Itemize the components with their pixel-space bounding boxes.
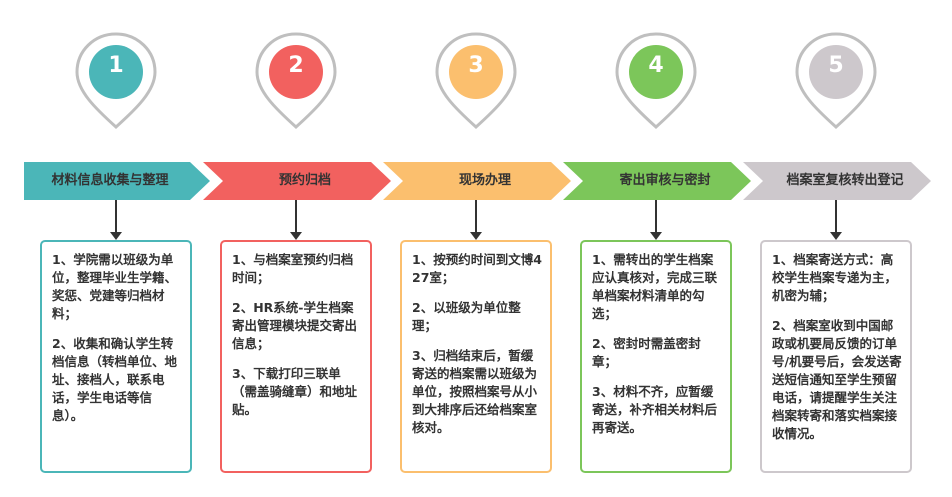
step-1-banner: 材料信息收集与整理 xyxy=(24,162,210,200)
step-3-line-3: 3、归档结束后，暂缓寄送的档案需以班级为单位，按照档案号从小到大排序后还给档案室… xyxy=(412,348,538,435)
step-1-card: 1、学院需以班级为单位，整理毕业生学籍、奖惩、党建等归档材料； 2、收集和确认学… xyxy=(40,240,192,473)
step-3-number: 3 xyxy=(468,53,484,78)
step-5-line-1: 1、档案寄送方式：高校学生档案专递为主，机密为辅； xyxy=(772,252,898,303)
step-2-pin: 2 xyxy=(253,31,339,131)
step-1-badge xyxy=(89,45,143,99)
step-4-title: 寄出审核与密封 xyxy=(619,173,711,188)
step-3-title: 现场办理 xyxy=(458,173,511,188)
map-pin-icon xyxy=(435,32,517,130)
step-4-card: 1、需转出的学生档案应认真核对，完成三联单档案材料清单的勾选； 2、密封时需盖密… xyxy=(580,240,732,473)
step-2-badge xyxy=(269,45,323,99)
step-5-number: 5 xyxy=(828,53,844,78)
step-5-card: 1、档案寄送方式：高校学生档案专递为主，机密为辅； 2、档案室收到中国邮政或机要… xyxy=(760,240,912,473)
step-4-pin: 4 xyxy=(613,31,699,131)
step-3-banner: 现场办理 xyxy=(383,162,571,200)
step-4-line-1: 1、需转出的学生档案应认真核对，完成三联单档案材料清单的勾选； xyxy=(592,252,718,321)
map-pin-icon xyxy=(615,32,697,130)
step-4-line-3: 3、材料不齐，应暂缓寄送，补齐相关材料后再寄送。 xyxy=(592,384,718,435)
step-2-line-2: 2、HR系统-学生档案寄出管理模块提交寄出信息； xyxy=(232,300,358,351)
step-5-line-2: 2、档案室收到中国邮政或机要局反馈的订单号/机要号后，会发送寄送短信通知至学生预… xyxy=(772,318,902,441)
step-5-banner: 档案室复核转出登记 xyxy=(743,162,931,200)
step-4-banner: 寄出审核与密封 xyxy=(563,162,751,200)
step-3-badge xyxy=(449,45,503,99)
map-pin-icon xyxy=(75,32,157,130)
step-3-line-1: 1、按预约时间到文博427室； xyxy=(412,252,542,285)
step-5-pin: 5 xyxy=(793,31,879,131)
step-4-number: 4 xyxy=(648,53,664,78)
step-3-pin: 3 xyxy=(433,31,519,131)
arrow-down-icon xyxy=(290,232,302,240)
arrow-down-icon xyxy=(110,232,122,240)
step-5-badge xyxy=(809,45,863,99)
step-2-card: 1、与档案室预约归档时间； 2、HR系统-学生档案寄出管理模块提交寄出信息； 3… xyxy=(220,240,372,473)
step-2-connector xyxy=(295,200,297,236)
arrow-down-icon xyxy=(650,232,662,240)
step-1-connector xyxy=(115,200,117,236)
step-2-line-3: 3、下载打印三联单（需盖骑缝章）和地址贴。 xyxy=(232,366,358,417)
step-1-line-1: 1、学院需以班级为单位，整理毕业生学籍、奖惩、党建等归档材料； xyxy=(52,252,178,321)
step-2-title: 预约归档 xyxy=(278,173,331,188)
step-1-number: 1 xyxy=(108,53,124,78)
step-1-pin: 1 xyxy=(73,31,159,131)
arrow-down-icon xyxy=(830,232,842,240)
step-2-line-1: 1、与档案室预约归档时间； xyxy=(232,252,354,285)
step-1-line-2: 2、收集和确认学生转档信息（转档单位、地址、接档人，联系电话，学生电话等信息）。 xyxy=(52,336,178,423)
map-pin-icon xyxy=(255,32,337,130)
arrow-down-icon xyxy=(470,232,482,240)
step-3-connector xyxy=(475,200,477,236)
step-4-connector xyxy=(655,200,657,236)
map-pin-icon xyxy=(795,32,877,130)
step-3-card: 1、按预约时间到文博427室； 2、以班级为单位整理； 3、归档结束后，暂缓寄送… xyxy=(400,240,552,473)
step-2-banner: 预约归档 xyxy=(203,162,391,200)
step-5-title: 档案室复核转出登记 xyxy=(786,173,904,188)
step-1-title: 材料信息收集与整理 xyxy=(51,173,169,188)
step-4-line-2: 2、密封时需盖密封章； xyxy=(592,336,701,369)
step-4-badge xyxy=(629,45,683,99)
step-3-line-2: 2、以班级为单位整理； xyxy=(412,300,521,333)
step-5-connector xyxy=(835,200,837,236)
step-2-number: 2 xyxy=(288,53,304,78)
